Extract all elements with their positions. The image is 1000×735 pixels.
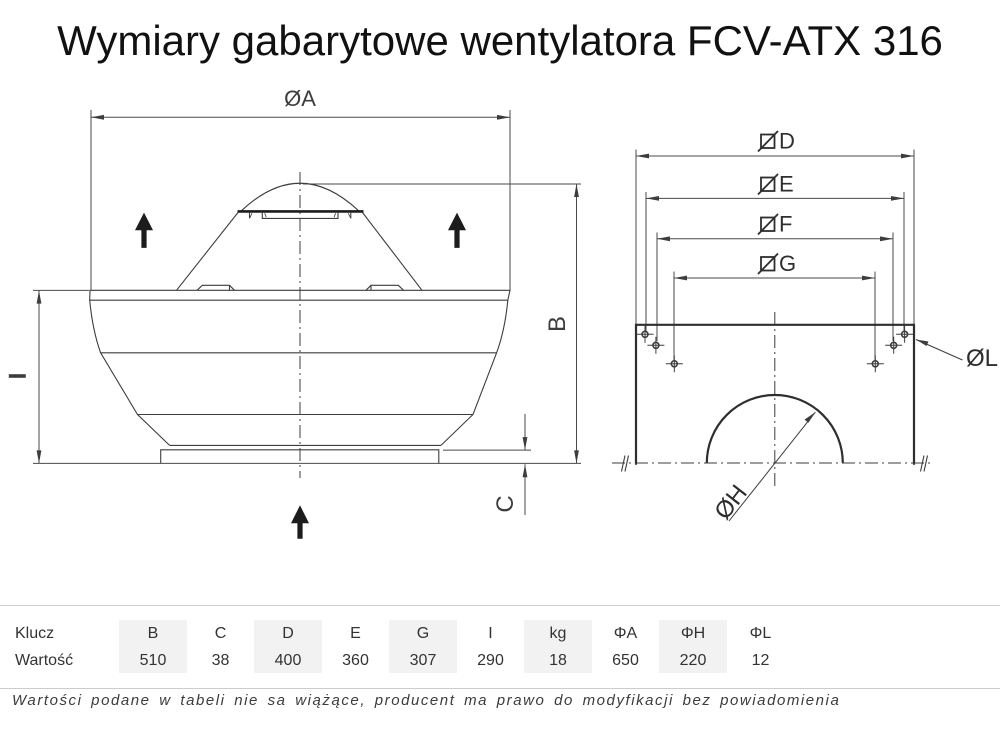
svg-text:ØH: ØH — [709, 480, 752, 525]
svg-text:D: D — [779, 129, 795, 154]
svg-text:ØA: ØA — [284, 86, 316, 111]
svg-text:C: C — [492, 495, 519, 512]
svg-text:ØL: ØL — [966, 345, 998, 372]
svg-text:E: E — [779, 172, 794, 197]
svg-text:G: G — [779, 251, 796, 276]
svg-text:F: F — [779, 212, 792, 237]
svg-text:B: B — [544, 316, 571, 332]
